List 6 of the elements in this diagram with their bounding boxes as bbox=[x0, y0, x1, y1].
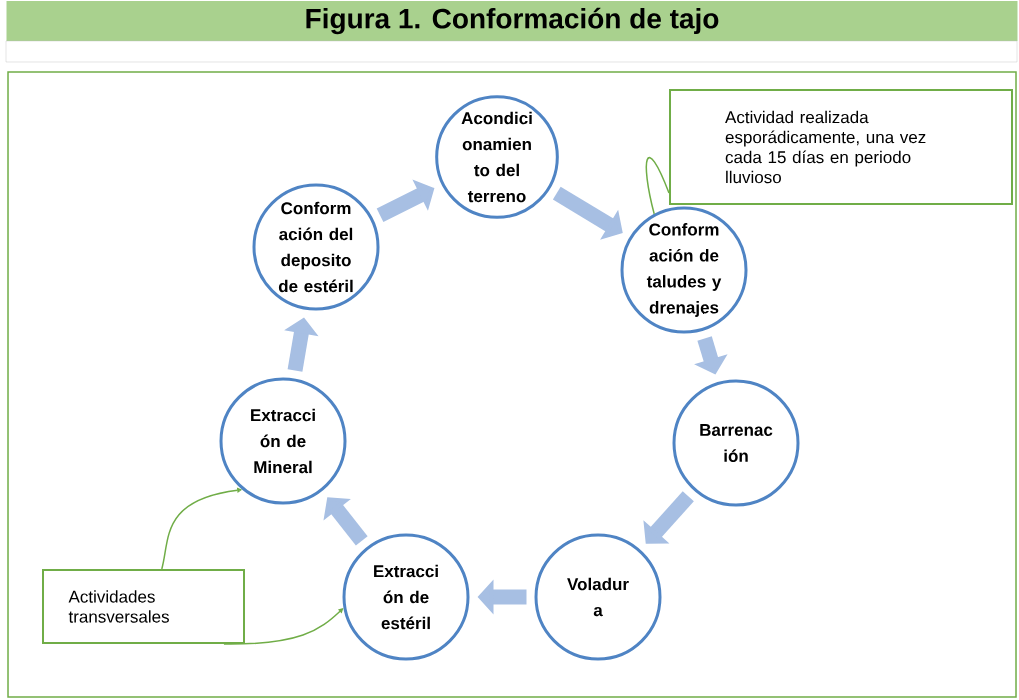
leader-line bbox=[223, 608, 344, 645]
block-arrow bbox=[323, 497, 368, 546]
title-band: Figura 1. Conformación de tajo bbox=[6, 1, 1018, 41]
block-arrow bbox=[376, 179, 435, 222]
callout-box: Actividades transversales bbox=[42, 569, 245, 644]
block-arrow bbox=[643, 491, 694, 544]
